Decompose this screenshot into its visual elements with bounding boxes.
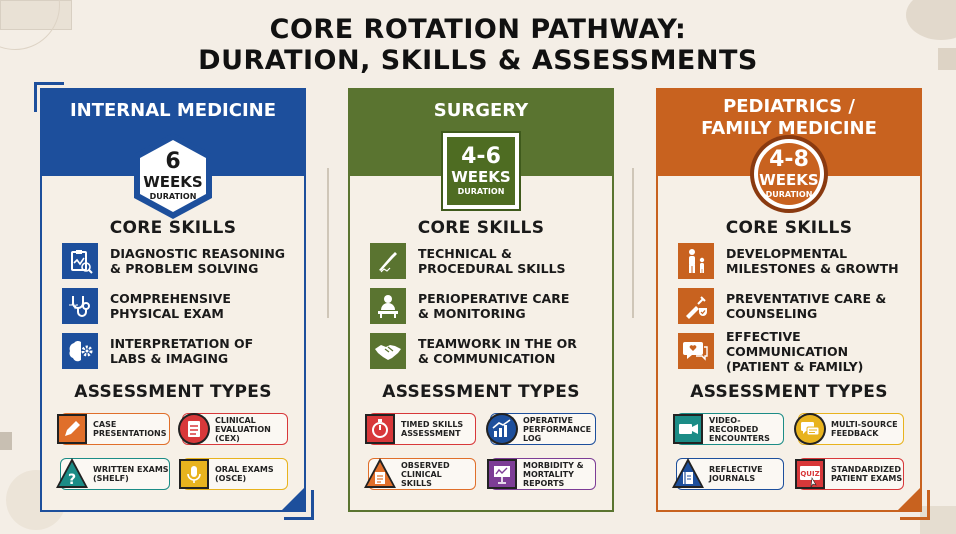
corner-accent — [284, 490, 314, 520]
skill-item: TEAMWORK IN THE OR& COMMUNICATION — [370, 332, 610, 370]
duration-badge: 4-6 WEEKS DURATION — [442, 131, 520, 211]
checklist-icon — [363, 455, 397, 493]
clipboard-chart-icon — [62, 243, 98, 279]
duration-unit: WEEKS — [759, 171, 819, 189]
core-skills-heading: CORE SKILLS — [725, 218, 853, 238]
duration-value: 6 — [165, 149, 181, 174]
speech-heart-icon — [678, 333, 714, 369]
clipboard-icon — [177, 410, 211, 448]
assessment-types-heading: ASSESSMENT TYPES — [74, 382, 272, 402]
timer-icon — [363, 410, 397, 448]
core-skills-heading: CORE SKILLS — [417, 218, 545, 238]
assessment-types-heading: ASSESSMENT TYPES — [690, 382, 888, 402]
duration-badge: 6 WEEKS DURATION — [134, 136, 212, 216]
assessment-item: ? WRITTEN EXAMS(SHELF) — [56, 458, 170, 490]
assessment-item: ORAL EXAMS(OSCE) — [179, 458, 288, 490]
chart-up-icon — [485, 410, 519, 448]
assessment-types-heading: ASSESSMENT TYPES — [382, 382, 580, 402]
brain-gear-icon — [62, 333, 98, 369]
corner-accent — [900, 490, 930, 520]
core-skills-heading: CORE SKILLS — [109, 218, 237, 238]
video-icon — [671, 410, 705, 448]
skill-item: EFFECTIVE COMMUNICATION(PATIENT & FAMILY… — [678, 329, 918, 374]
duration-square-icon — [441, 131, 521, 211]
column-header: PEDIATRICS / FAMILY MEDICINE — [656, 88, 922, 174]
presentation-icon — [485, 455, 519, 493]
svg-text:?: ? — [68, 472, 76, 488]
column-internal-medicine: INTERNAL MEDICINE 6 WEEKS DURATION CORE … — [34, 82, 314, 520]
feedback-icon — [793, 410, 827, 448]
duration-badge: 4-8 WEEKS DURATION — [750, 134, 828, 214]
syringe-shield-icon — [678, 288, 714, 324]
quiz-icon-text: QUIZ — [800, 470, 819, 478]
corner-triangle — [898, 488, 920, 510]
duration-unit: WEEKS — [451, 168, 511, 186]
question-icon: ? — [55, 455, 89, 493]
column-divider — [327, 168, 329, 318]
quiz-icon: QUIZ — [793, 455, 827, 493]
column-header: INTERNAL MEDICINE — [40, 88, 306, 174]
skill-label: DIAGNOSTIC REASONING& PROBLEM SOLVING — [110, 246, 286, 276]
title-line-1: CORE ROTATION PATHWAY: — [269, 14, 687, 45]
skill-label: TEAMWORK IN THE OR& COMMUNICATION — [418, 336, 577, 366]
column-title-line-2: FAMILY MEDICINE — [701, 118, 877, 139]
book-icon — [671, 455, 705, 493]
duration-unit: WEEKS — [143, 173, 203, 191]
column-title-line-1: PEDIATRICS / — [723, 96, 855, 117]
stethoscope-icon — [62, 288, 98, 324]
duration-value: 4-8 — [769, 147, 809, 172]
column-title: INTERNAL MEDICINE — [69, 100, 277, 121]
skill-label: EFFECTIVE COMMUNICATION(PATIENT & FAMILY… — [726, 328, 864, 374]
pencil-icon — [55, 410, 89, 448]
skill-label: TECHNICAL &PROCEDURAL SKILLS — [418, 246, 566, 276]
page-title: CORE ROTATION PATHWAY: DURATION, SKILLS … — [0, 14, 956, 76]
skill-item: PERIOPERATIVE CARE& MONITORING — [370, 287, 610, 325]
duration-label: DURATION — [149, 192, 197, 201]
background-shape — [920, 506, 956, 534]
duration-label: DURATION — [457, 187, 505, 196]
column-title: SURGERY — [433, 100, 529, 121]
corner-triangle — [282, 488, 304, 510]
skill-item: PREVENTATIVE CARE &COUNSELING — [678, 287, 918, 325]
microphone-icon — [177, 455, 211, 493]
corner-accent — [34, 82, 64, 112]
skill-item: TECHNICAL &PROCEDURAL SKILLS — [370, 242, 610, 280]
skill-item: DIAGNOSTIC REASONING& PROBLEM SOLVING — [62, 242, 302, 280]
column-surgery: SURGERY 4-6 WEEKS DURATION CORE SKILLS T… — [348, 88, 614, 512]
skill-label: PERIOPERATIVE CARE& MONITORING — [418, 291, 570, 321]
duration-circle-icon — [750, 135, 828, 213]
background-shape — [938, 48, 956, 70]
surgeon-icon — [370, 288, 406, 324]
scalpel-icon — [370, 243, 406, 279]
column-divider — [632, 168, 634, 318]
parent-child-icon — [678, 243, 714, 279]
background-shape — [0, 432, 12, 450]
title-line-2: DURATION, SKILLS & ASSESSMENTS — [198, 45, 758, 76]
column-pediatrics-family-medicine: PEDIATRICS / FAMILY MEDICINE 4-8 WEEKS D… — [656, 88, 930, 520]
duration-label: DURATION — [765, 190, 813, 199]
duration-value: 4-6 — [461, 144, 501, 169]
handshake-icon — [370, 333, 406, 369]
skill-label: PREVENTATIVE CARE &COUNSELING — [726, 291, 887, 321]
duration-hexagon-icon — [134, 133, 212, 219]
